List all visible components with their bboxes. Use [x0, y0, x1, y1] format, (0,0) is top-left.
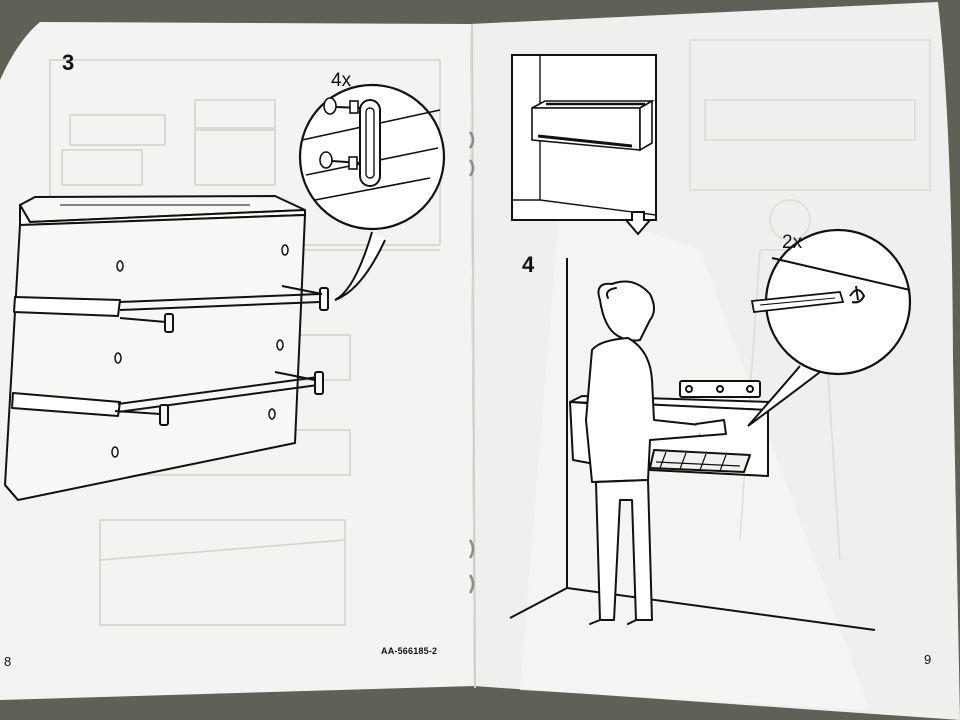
chest-holes: [111, 244, 289, 458]
staple-top: [468, 131, 475, 149]
step3-detail-callout: [298, 83, 446, 301]
staple-bottom-lower: [468, 574, 475, 594]
cabinet-slat: [655, 461, 741, 467]
person-head: [597, 280, 655, 342]
down-arrow-icon: [623, 211, 653, 236]
person-foot-left: [589, 619, 601, 625]
rail-arm: [281, 285, 323, 295]
ghost-drawer-1: [69, 114, 166, 146]
room-outline: [509, 258, 876, 631]
step-4-quantity: 2x: [782, 232, 803, 253]
callout-pointer: [747, 365, 821, 427]
rail-handle: [314, 371, 324, 395]
ghost-drawer-4: [194, 129, 276, 186]
person-foot-right: [627, 619, 637, 625]
callout-edge-line: [771, 257, 911, 291]
spirit-level-vial: [716, 385, 724, 393]
rail-lower-top: [117, 376, 319, 405]
rail-handle: [164, 313, 174, 333]
cabinet-slat: [719, 454, 727, 472]
ghost-head: [769, 199, 811, 241]
ghost-drawer-7: [99, 519, 346, 626]
person-legs: [595, 479, 653, 621]
hole: [116, 260, 124, 272]
rail-arm: [119, 317, 167, 323]
rail-handle: [319, 287, 329, 311]
drawer-rails: [114, 285, 329, 426]
drawer-handle-inner: [365, 107, 375, 179]
rail-arm: [274, 371, 316, 381]
cabinet-slat: [699, 453, 707, 471]
spirit-level-vial: [746, 385, 754, 393]
hook-screw: [849, 289, 866, 304]
ghost-drawer-3: [194, 99, 276, 129]
hole: [276, 339, 284, 351]
hole: [268, 408, 276, 420]
staple-top-lower: [468, 159, 475, 177]
rail-arm: [114, 410, 161, 415]
screw-head: [349, 100, 359, 114]
rail-upper-top: [119, 293, 321, 303]
left-page-number: 8: [4, 654, 12, 669]
step-4-number: 4: [522, 252, 535, 277]
chest-corner-edge: [4, 484, 19, 501]
hole: [114, 352, 122, 364]
wall-cabinet: [569, 380, 771, 477]
person-figure: [585, 280, 727, 625]
callout-edge-line: [314, 177, 431, 201]
floor-line-right: [566, 587, 876, 631]
shelf-edge-lower: [11, 392, 121, 417]
article-code: AA-566185-2: [381, 646, 438, 656]
screwdriver-line: [759, 297, 836, 306]
chest-top-front-edge: [19, 204, 306, 226]
rail-handle: [159, 404, 169, 426]
ghost-box-right: [704, 99, 916, 141]
step4-top-inset: [511, 54, 657, 221]
screw-hole: [323, 97, 337, 115]
spirit-level-vial: [685, 385, 693, 393]
shelf-edge-upper: [13, 296, 121, 317]
floor-line-left: [509, 587, 568, 619]
ghost-panel-right: [689, 39, 931, 191]
hole: [281, 244, 289, 256]
screw-hole: [319, 151, 333, 169]
chest-frame: [4, 195, 306, 501]
hook-stem: [855, 285, 859, 301]
step4-detail-callout: [747, 228, 912, 427]
cabinet-slat: [679, 452, 687, 470]
screw-head: [348, 156, 358, 170]
inset-cabinet-handle: [537, 134, 633, 148]
person-hand: [695, 419, 727, 437]
cabinet-interior: [649, 449, 751, 473]
staple-bottom: [468, 539, 475, 559]
ghost-line-1: [99, 539, 346, 561]
right-page-number: 9: [924, 652, 932, 667]
rail-upper-bottom: [119, 301, 321, 311]
step-3-number: 3: [62, 50, 75, 75]
step-3-quantity: 4x: [331, 70, 352, 91]
hole: [111, 446, 119, 458]
inset-cabinet-side: [639, 99, 653, 152]
cabinet-slat: [659, 451, 667, 469]
drawer-handle-part: [359, 99, 381, 187]
rail-lower-bottom: [117, 384, 319, 413]
chest-side-panel: [4, 214, 306, 501]
person-torso: [585, 337, 701, 483]
person-hair: [606, 287, 617, 299]
callout-pointer: [334, 231, 386, 301]
ghost-drawer-2: [61, 149, 143, 186]
